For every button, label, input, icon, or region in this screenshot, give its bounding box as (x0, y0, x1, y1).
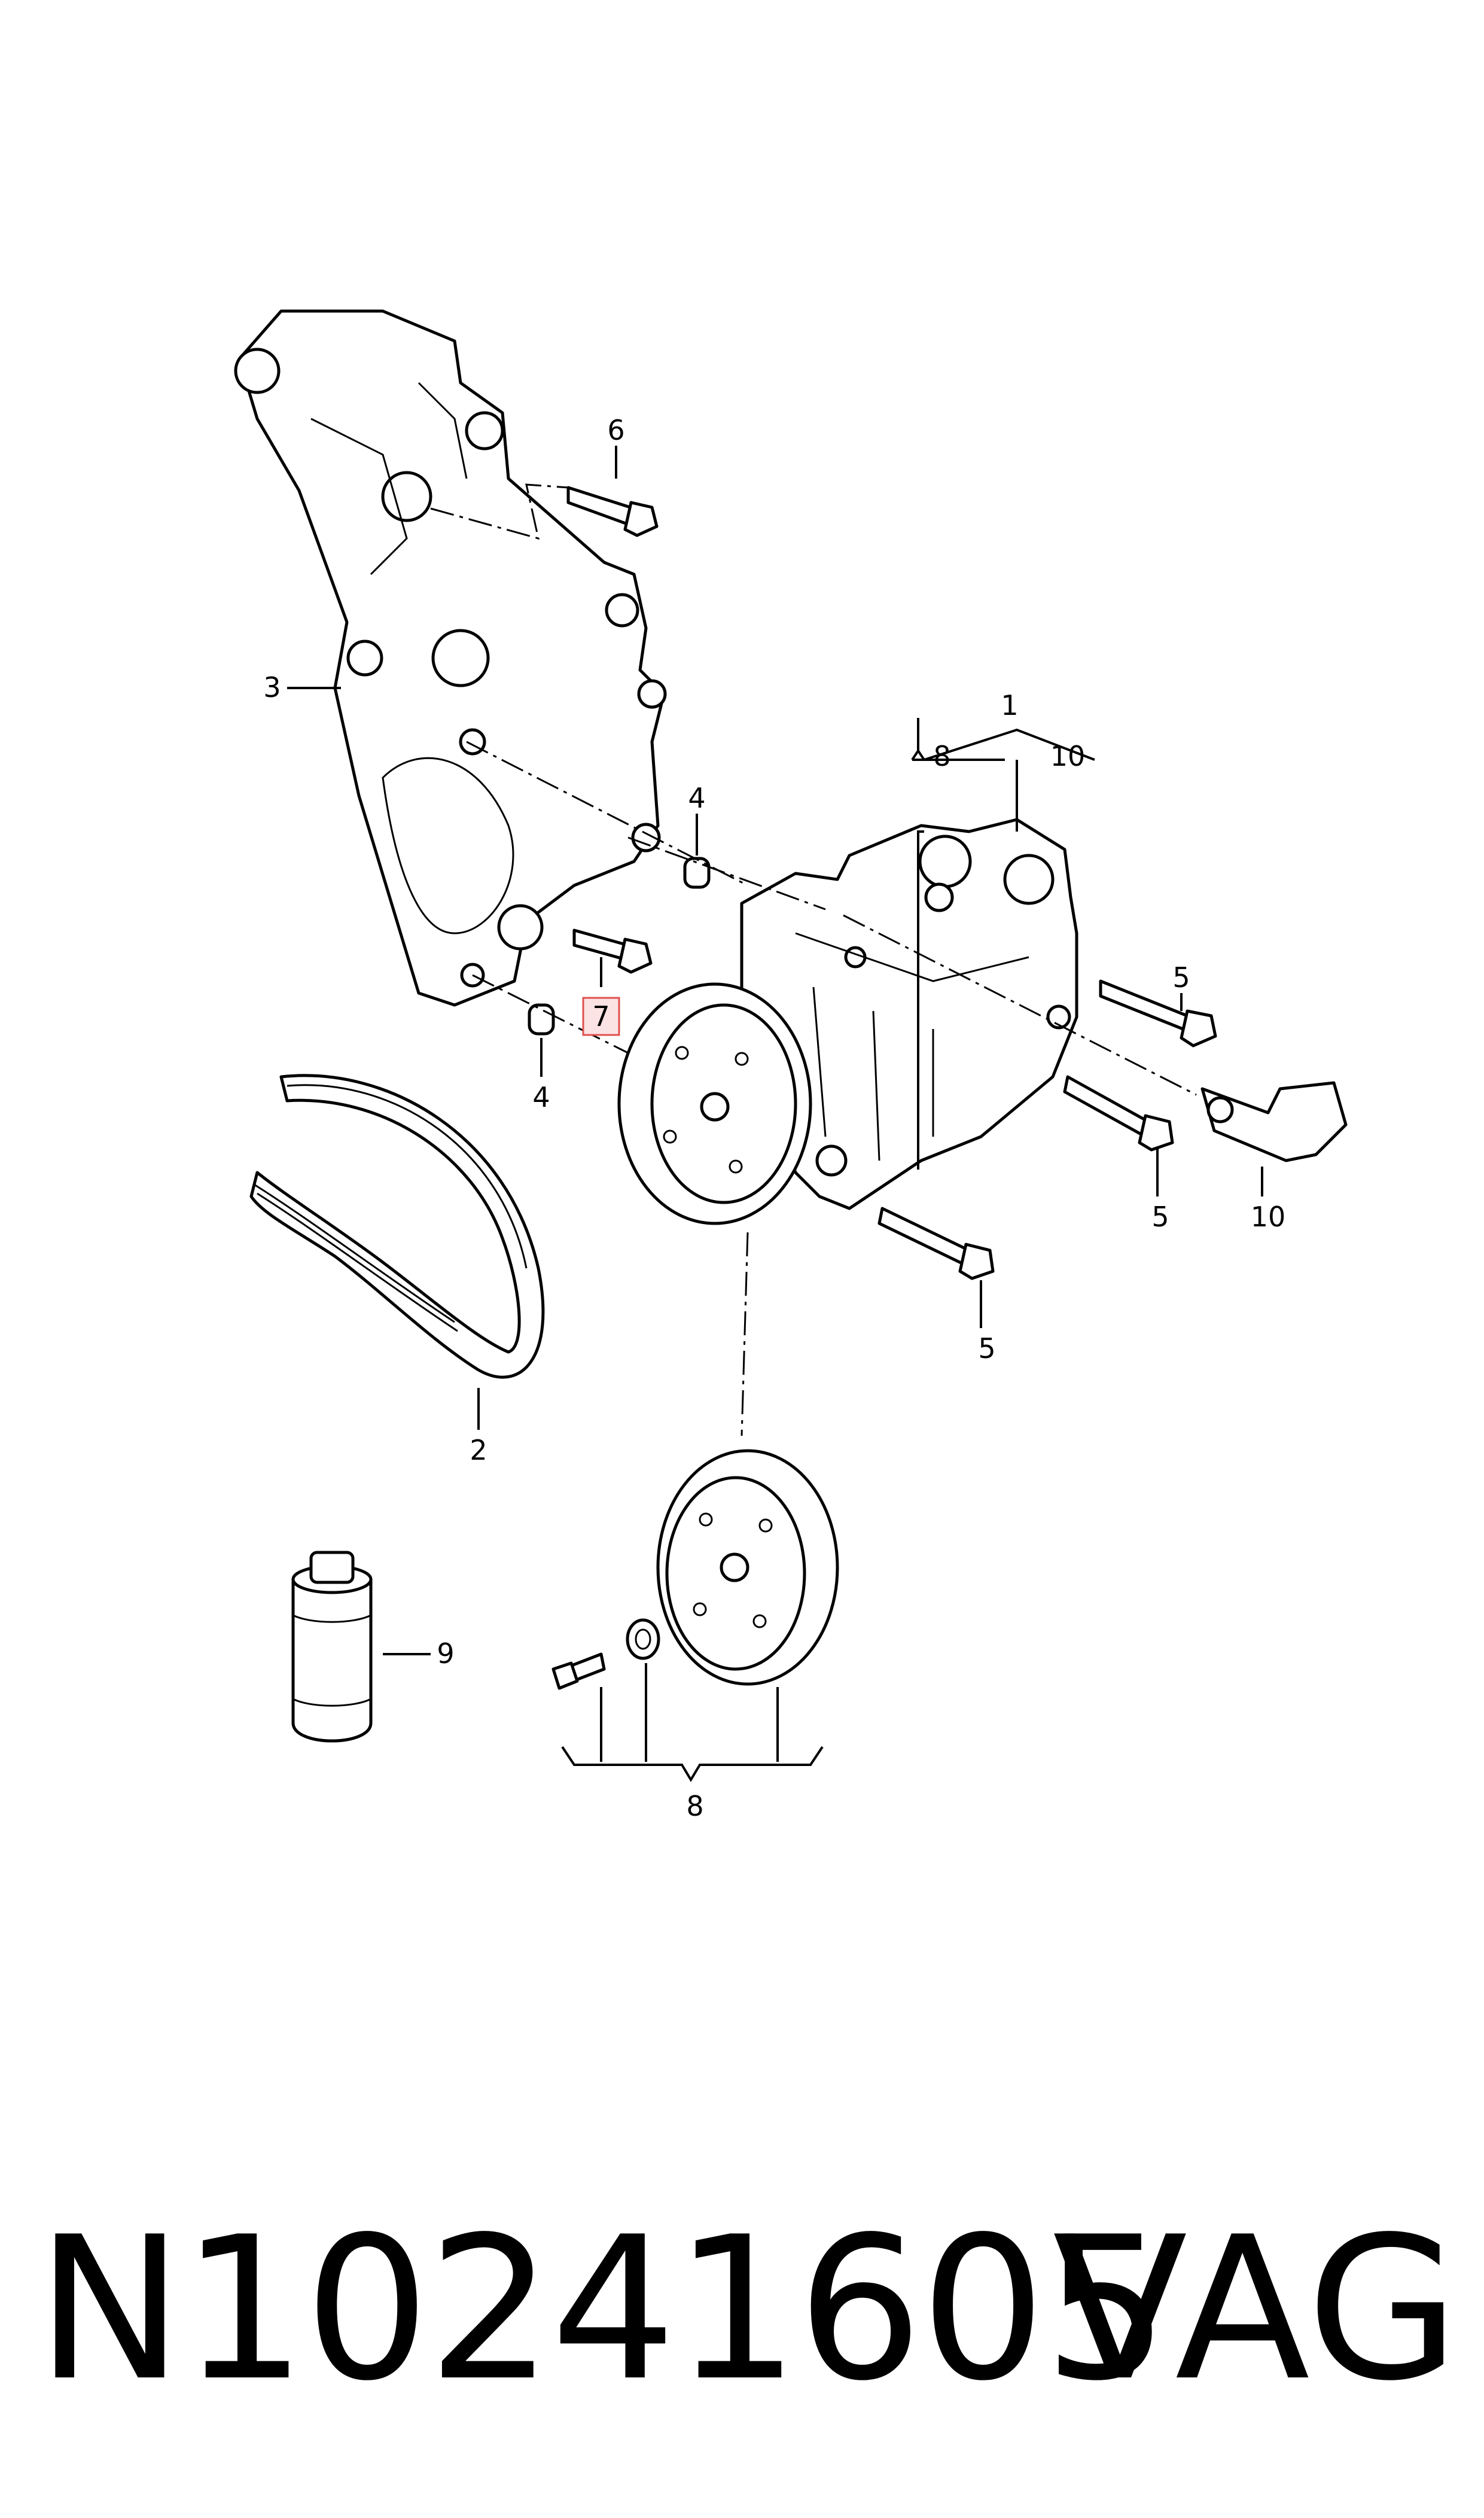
callout-6: 6 (607, 414, 624, 446)
callout-4-upper: 4 (688, 782, 705, 814)
leader-lines (287, 446, 1263, 1782)
ac-compressor (617, 818, 1078, 1225)
assembly-lines (430, 483, 1197, 1436)
callout-8-bottom: 8 (686, 1790, 703, 1822)
brand-name: VAG (1052, 2194, 1459, 2424)
callout-5-lower: 5 (978, 1332, 995, 1365)
callout-9: 9 (437, 1637, 454, 1670)
callout-2: 2 (470, 1434, 487, 1466)
mounting-bracket (234, 309, 667, 1007)
callout-8-top: 8 (933, 740, 950, 772)
callout-7-highlight (582, 997, 620, 1036)
callout-10-side: 10 (1251, 1201, 1286, 1233)
callout-4-lower: 4 (532, 1081, 550, 1113)
bolt-7 (572, 928, 653, 974)
bolt-6 (566, 486, 659, 537)
callout-5-upper: 5 (1172, 961, 1190, 994)
pressure-switch (1200, 1081, 1348, 1162)
callout-7: 7 (592, 1000, 610, 1033)
part-number-footer: N10241605 VAG (36, 2178, 1459, 2441)
compressor-oil-bottle (291, 1551, 373, 1743)
part-number: N10241605 (36, 2194, 1169, 2424)
bolt-5-upper (1099, 979, 1217, 1048)
callout-3: 3 (263, 671, 281, 704)
callout-1: 1 (1001, 689, 1018, 721)
callout-10-top: 10 (1050, 740, 1086, 772)
bolt-5-lower (877, 1207, 995, 1280)
sleeve-4-lower (528, 1003, 555, 1036)
exploded-parts-diagram: 1 8 10 2 3 4 4 5 5 5 6 7 8 9 10 (234, 309, 1348, 1822)
pulley-assembly (551, 1449, 839, 1690)
poly-v-belt (249, 1074, 545, 1379)
bolt-5-middle (1063, 1075, 1174, 1152)
callout-5-middle: 5 (1151, 1201, 1169, 1233)
